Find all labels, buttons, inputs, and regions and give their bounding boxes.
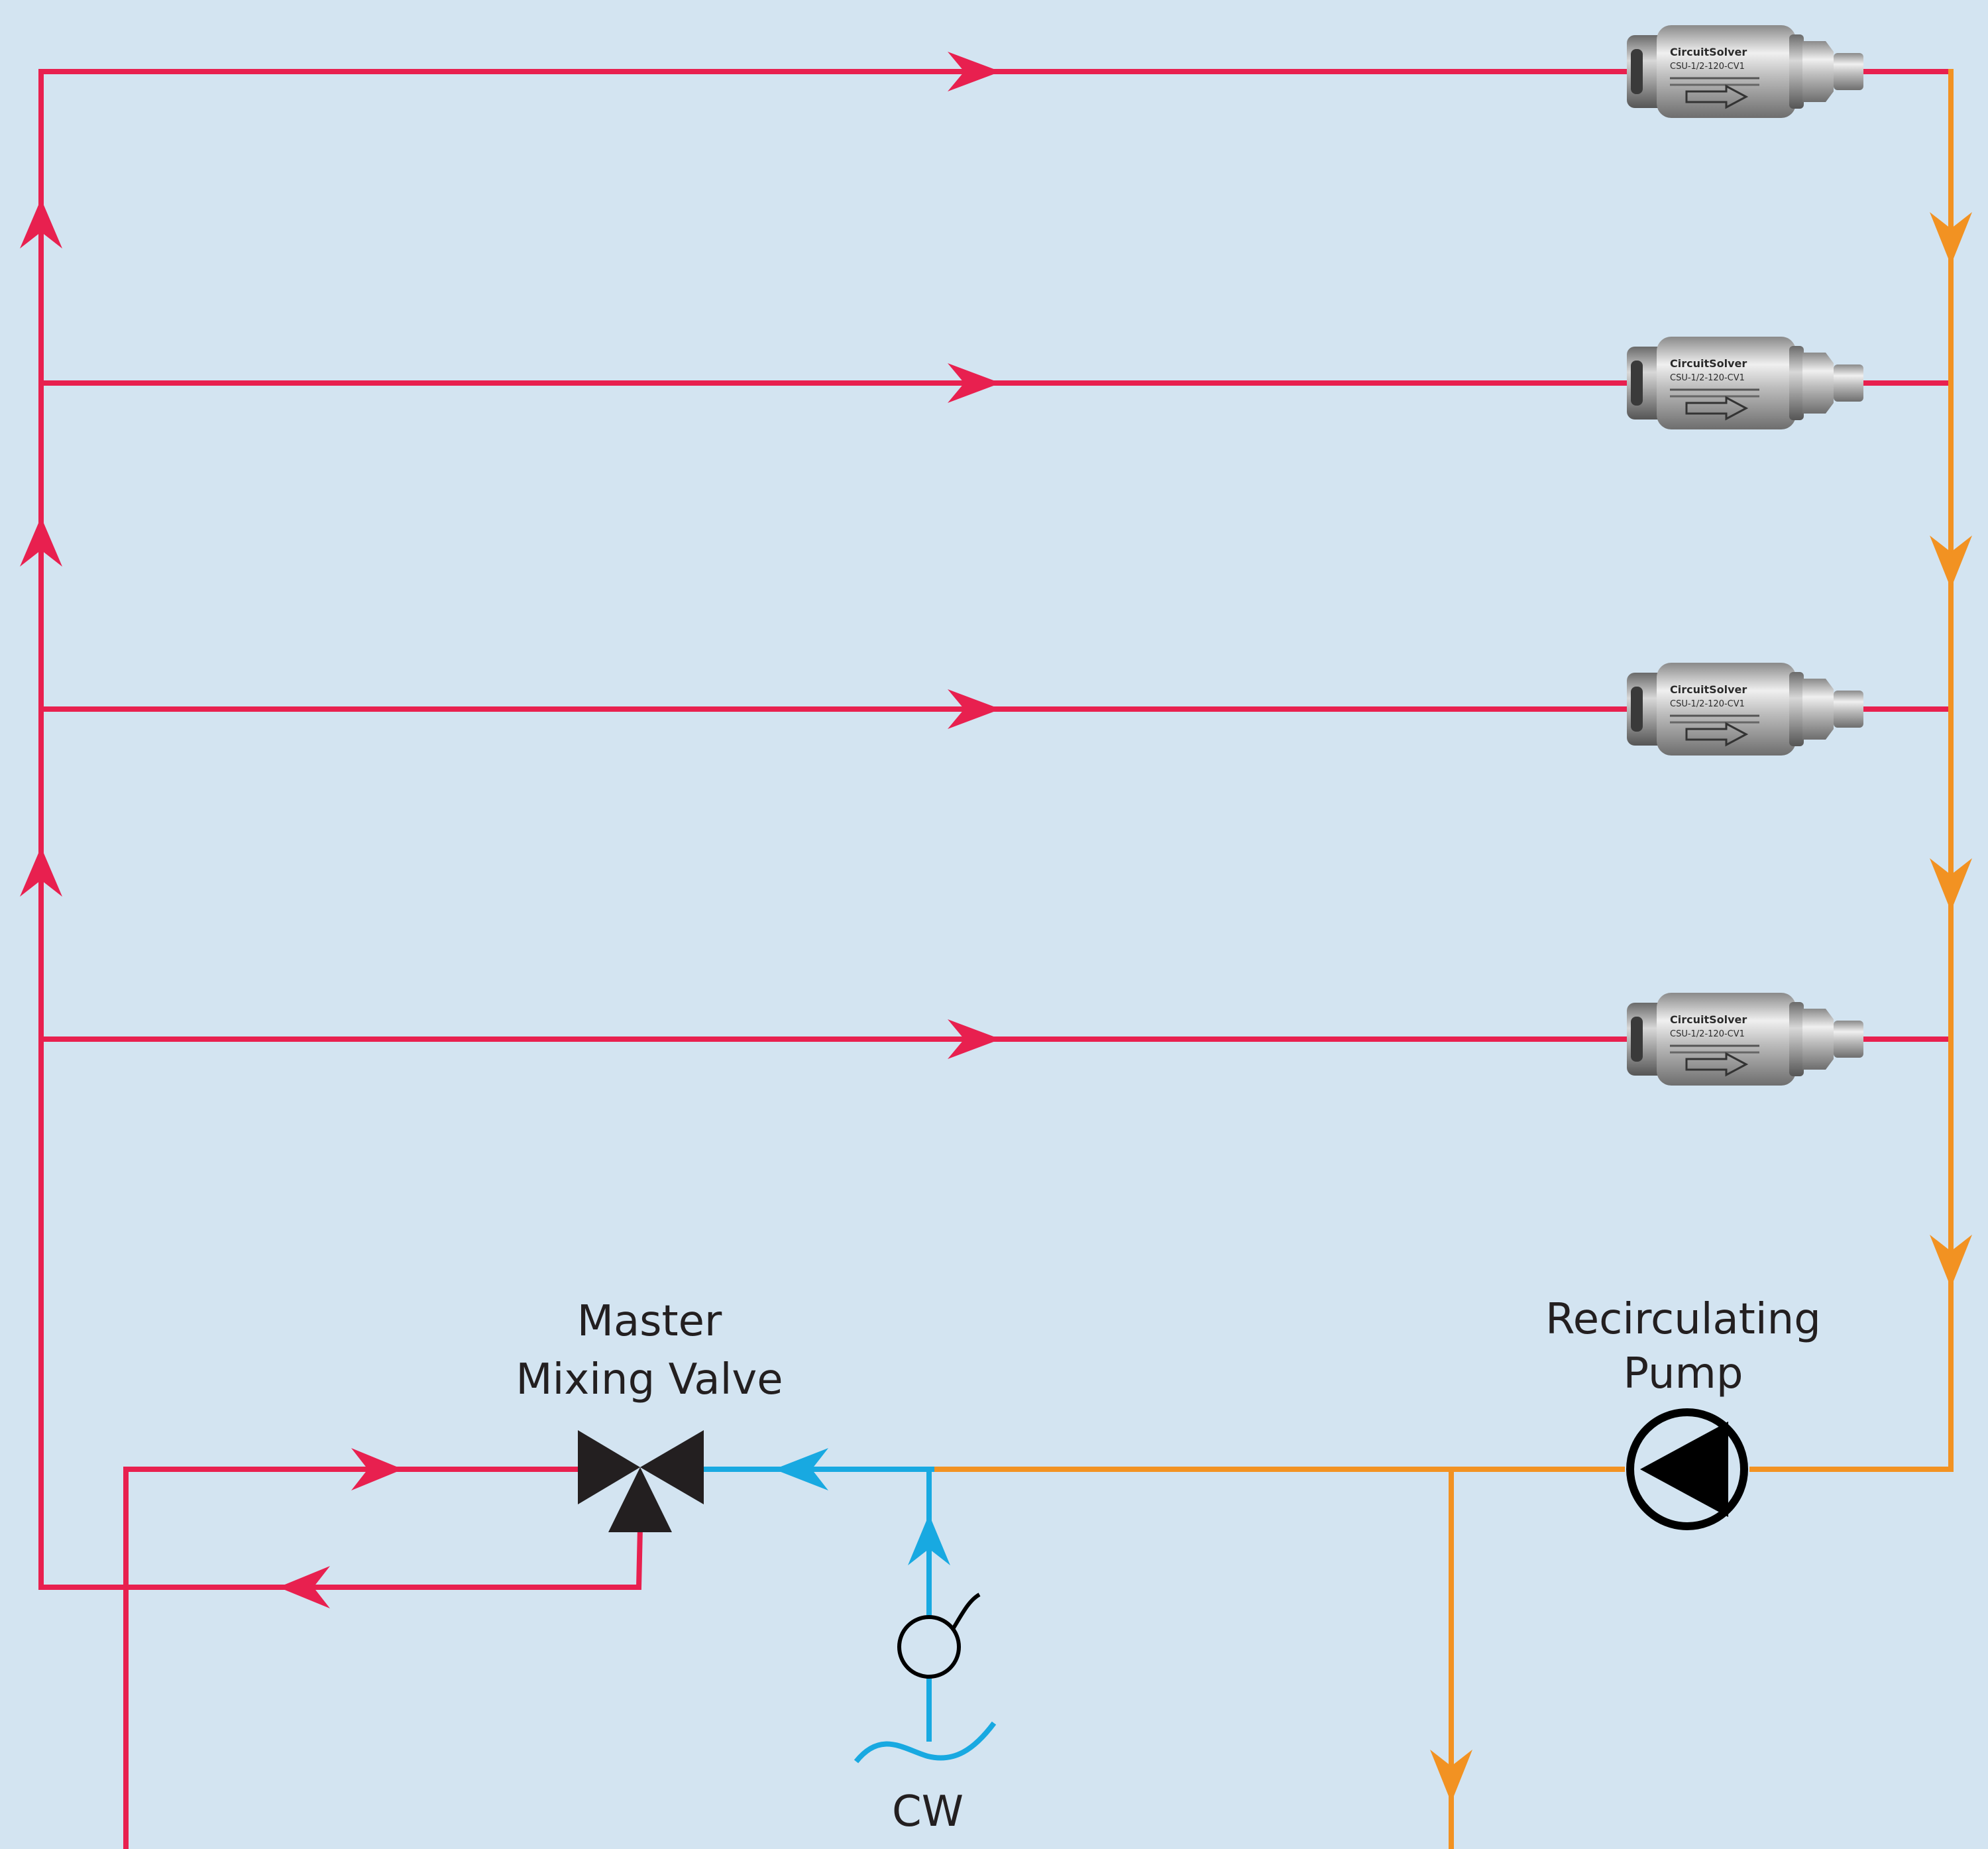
flow-arrow-down bbox=[1930, 212, 1972, 265]
flow-arrow-left bbox=[774, 1448, 828, 1490]
flow-arrow-down bbox=[1430, 1750, 1472, 1803]
flow-arrow-up bbox=[20, 847, 62, 897]
valve-model: CSU-1/2-120-CV1 bbox=[1670, 373, 1745, 383]
flow-direction-arrow-icon bbox=[1685, 722, 1749, 747]
flow-arrow-left bbox=[278, 1566, 330, 1608]
flow-arrow-right bbox=[351, 1448, 403, 1490]
valve-model: CSU-1/2-120-CV1 bbox=[1670, 1029, 1745, 1039]
balancing-valve-3: CircuitSolver CSU-1/2-120-CV1 bbox=[1627, 663, 1863, 756]
valve-bottom-triangle bbox=[608, 1467, 672, 1532]
recirculating-pump-label-line-2: Pump bbox=[1623, 1349, 1743, 1398]
valve-right-triangle bbox=[640, 1430, 704, 1504]
master-mixing-valve-label-line-1: Master bbox=[577, 1297, 722, 1346]
valve-brand: CircuitSolver bbox=[1670, 357, 1747, 370]
master-mixing-valve-label: Master Mixing Valve bbox=[451, 1292, 848, 1409]
flow-direction-arrow-icon bbox=[1685, 396, 1749, 421]
cold-water-label-text: CW bbox=[892, 1787, 964, 1836]
valve-brand: CircuitSolver bbox=[1670, 1013, 1747, 1026]
recirculating-pump-symbol bbox=[1626, 1408, 1748, 1530]
valve-brand: CircuitSolver bbox=[1670, 683, 1747, 696]
balancing-valve-2: CircuitSolver CSU-1/2-120-CV1 bbox=[1627, 337, 1863, 429]
cold-water-label: CW bbox=[848, 1783, 1007, 1841]
valve-model: CSU-1/2-120-CV1 bbox=[1670, 62, 1745, 72]
check-valve-tail bbox=[951, 1593, 981, 1630]
flow-arrow-down bbox=[1930, 858, 1972, 911]
cold-water-piping bbox=[702, 1467, 997, 1764]
flow-arrow-right bbox=[948, 363, 1001, 403]
master-mixing-valve-symbol bbox=[578, 1430, 704, 1532]
hot-supply-arrows bbox=[20, 52, 1001, 1608]
flow-arrow-right bbox=[948, 1019, 1001, 1059]
mixed-outlet-pipe bbox=[38, 1527, 643, 1590]
cold-water-check-valve bbox=[897, 1593, 981, 1679]
water-source-wave bbox=[854, 1721, 997, 1764]
check-valve-circle bbox=[897, 1615, 961, 1679]
valve-brand: CircuitSolver bbox=[1670, 46, 1747, 58]
pump-circle bbox=[1626, 1408, 1748, 1530]
cold-water-arrows bbox=[774, 1448, 950, 1565]
valve-model: CSU-1/2-120-CV1 bbox=[1670, 699, 1745, 709]
hot-return-arrows bbox=[1430, 212, 1972, 1803]
hot-supply-piping bbox=[38, 69, 1951, 1849]
flow-arrow-right bbox=[948, 689, 1001, 729]
flow-arrow-up bbox=[908, 1514, 950, 1565]
flow-arrow-up bbox=[20, 517, 62, 567]
flow-direction-arrow-icon bbox=[1685, 84, 1749, 109]
flow-arrow-right bbox=[948, 52, 1001, 91]
recirculating-pump-label-line-1: Recirculating bbox=[1545, 1295, 1821, 1344]
pump-triangle bbox=[1640, 1422, 1728, 1517]
flow-arrow-down bbox=[1930, 535, 1972, 588]
hot-return-piping bbox=[932, 69, 1954, 1849]
hot-inlet-pipe bbox=[123, 1467, 583, 1849]
flow-arrow-up bbox=[20, 199, 62, 249]
master-mixing-valve-label-line-2: Mixing Valve bbox=[516, 1355, 783, 1404]
flow-direction-arrow-icon bbox=[1685, 1052, 1749, 1077]
balancing-valve-4: CircuitSolver CSU-1/2-120-CV1 bbox=[1627, 993, 1863, 1086]
balancing-valve-1: CircuitSolver CSU-1/2-120-CV1 bbox=[1627, 25, 1863, 118]
recirculating-pump-label: Recirculating Pump bbox=[1484, 1292, 1882, 1401]
flow-arrow-down bbox=[1930, 1235, 1972, 1288]
valve-left-triangle bbox=[578, 1430, 640, 1504]
